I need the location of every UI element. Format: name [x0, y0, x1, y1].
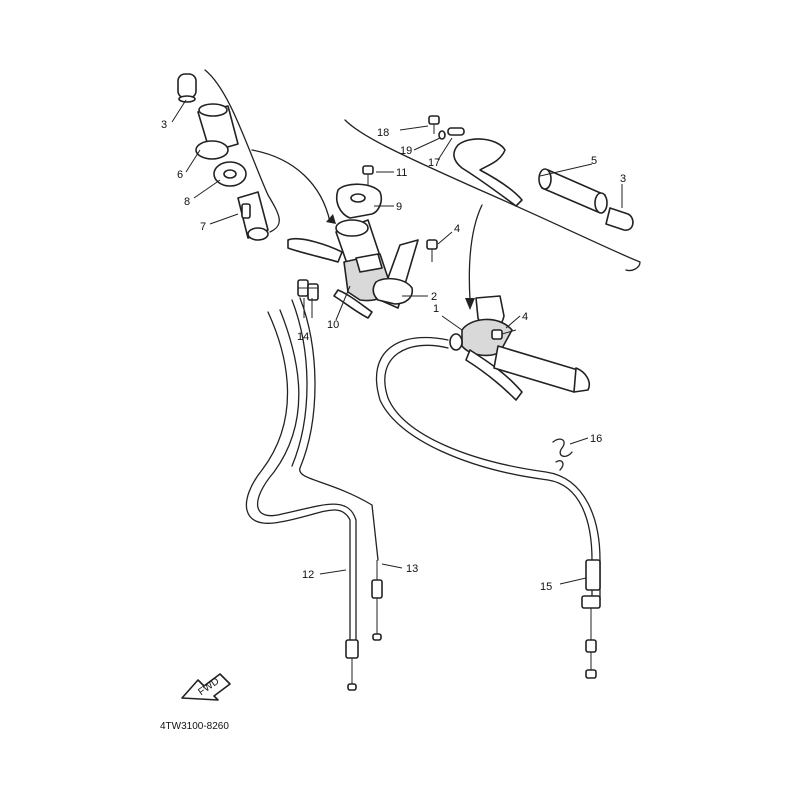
right-group-bracket — [344, 119, 641, 272]
throttle-cable-12 — [245, 311, 351, 641]
arrow-head-right — [465, 298, 475, 310]
cable-adjuster-pair — [297, 279, 319, 301]
lever-collar — [447, 127, 465, 136]
screw-11 — [362, 165, 374, 186]
arrow-head-left — [326, 214, 336, 224]
throttle-cable-13 — [299, 297, 379, 561]
callout-6: 6 — [177, 169, 183, 181]
callout-19: 19 — [400, 145, 412, 157]
cable-end-12 — [345, 639, 359, 691]
callout-16: 16 — [590, 433, 602, 445]
callout-5: 5 — [591, 155, 597, 167]
callout-numbers: 3 6 8 7 14 10 11 9 4 2 18 19 17 5 3 1 4 … — [161, 119, 626, 593]
right-handlebar-grip — [493, 345, 591, 393]
clutch-cable-15-outline — [384, 344, 601, 601]
pivot-nut — [438, 130, 446, 140]
assembly-arrow-left — [251, 149, 331, 223]
part-number-label: 4TW3100-8260 — [160, 721, 229, 732]
callout-7: 7 — [200, 221, 206, 233]
left-group-bracket — [204, 69, 280, 233]
screw-4-right — [491, 329, 517, 340]
throttle-cable-13-outline — [291, 299, 308, 467]
callout-14: 14 — [297, 331, 309, 343]
throttle-clamp — [372, 277, 414, 305]
throttle-cable-12-outline — [257, 309, 357, 641]
clutch-cable-15 — [375, 336, 593, 601]
fwd-direction-arrow: FWD — [181, 673, 231, 701]
callout-4-right: 4 — [522, 311, 528, 323]
pivot-bolt — [428, 115, 440, 134]
callout-13: 13 — [406, 563, 418, 575]
callout-17: 17 — [428, 157, 440, 169]
callout-3-right: 3 — [620, 173, 626, 185]
cable-end-15 — [581, 559, 601, 679]
throttle-sleeve — [237, 191, 269, 241]
washer — [213, 161, 247, 187]
grip-left — [195, 103, 239, 160]
callout-4-left: 4 — [454, 223, 460, 235]
throttle-housing-cover — [335, 183, 383, 219]
callout-12: 12 — [302, 569, 314, 581]
bar-end-cap-right — [605, 207, 634, 231]
bar-end-cap-left — [177, 73, 197, 103]
clutch-lever-exploded — [453, 138, 523, 207]
cable-clip — [552, 438, 573, 471]
assembly-arrow-right — [468, 204, 483, 301]
callout-1: 1 — [433, 303, 439, 315]
clutch-lever-holder — [449, 295, 513, 357]
callout-18: 18 — [377, 127, 389, 139]
leader-lines — [171, 99, 623, 585]
screw-4-left — [426, 239, 438, 262]
callout-11: 11 — [396, 167, 407, 179]
cable-end-13 — [371, 560, 383, 641]
callout-10: 10 — [327, 319, 339, 331]
callout-2: 2 — [431, 291, 437, 303]
grip-right — [538, 168, 608, 214]
callout-9: 9 — [396, 201, 402, 213]
clutch-lever — [465, 349, 523, 401]
callout-8: 8 — [184, 196, 190, 208]
callout-3-left: 3 — [161, 119, 167, 131]
callout-15: 15 — [540, 581, 552, 593]
